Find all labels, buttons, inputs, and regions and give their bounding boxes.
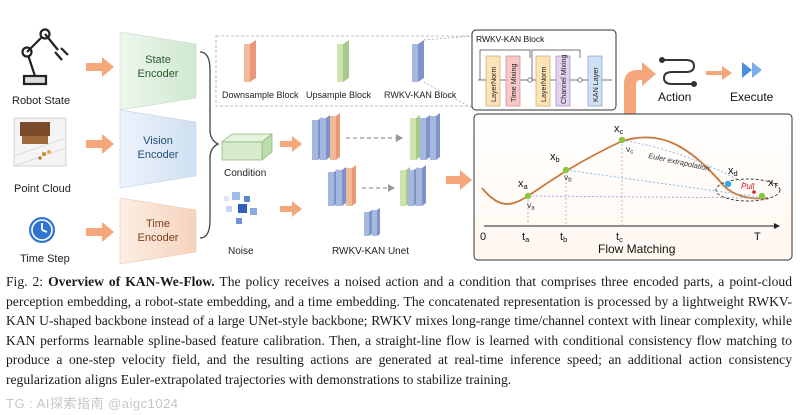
noise-icon xyxy=(224,192,257,224)
channel-mixing-box xyxy=(555,55,571,107)
downsample-legend-label: Downsample Block xyxy=(222,90,299,100)
point-xb xyxy=(562,166,570,174)
arrow-icon xyxy=(706,66,732,80)
time-encoder-line1: Time xyxy=(146,218,170,230)
condition-label: Condition xyxy=(224,168,266,179)
layernorm-box xyxy=(485,55,501,107)
point-cloud-icon xyxy=(13,117,67,167)
rwkv-kan-block-detail: RWKV-KAN Block LayerNorm Time Mixing Lay… xyxy=(471,29,617,111)
pull-ellipse xyxy=(715,178,781,202)
velocity-label-a: va xyxy=(527,200,535,212)
time-encoder-line2: Encoder xyxy=(138,232,179,244)
axis-end-label: T xyxy=(754,231,761,243)
caption-title: Overview of KAN-We-Flow. xyxy=(48,274,215,289)
kan-layer-box xyxy=(587,55,603,107)
flow-matching-panel xyxy=(473,113,793,261)
tick-label-c: tc xyxy=(616,231,623,244)
vision-encoder-line2: Encoder xyxy=(138,149,179,161)
time-step-label: Time Step xyxy=(20,253,70,265)
caption-label: Fig. 2: xyxy=(6,274,49,289)
arrow-icon xyxy=(86,134,114,154)
point-label-T: xT xyxy=(768,177,779,190)
point-xT xyxy=(758,192,766,200)
velocity-label-b: vb xyxy=(564,172,572,184)
unet-encoder-stack-mid xyxy=(328,165,356,206)
clock-icon xyxy=(29,217,55,243)
downsample-block-icon xyxy=(244,40,256,82)
time-mixing-box xyxy=(505,55,521,107)
upsample-block-icon xyxy=(337,40,349,82)
unet-decoder-stack-top xyxy=(410,113,440,160)
concat-brace xyxy=(199,51,220,239)
action-label: Action xyxy=(658,90,691,104)
point-label-a: xa xyxy=(518,178,529,191)
noise-label: Noise xyxy=(228,246,254,257)
time-encoder: Time Encoder xyxy=(119,197,197,265)
state-encoder: State Encoder xyxy=(119,31,197,111)
arrow-icon xyxy=(280,136,302,152)
point-cloud-label: Point Cloud xyxy=(14,183,71,195)
watermark: TG : AI探索指南 @aigc1024 xyxy=(6,396,179,411)
state-encoder-line2: Encoder xyxy=(138,68,179,80)
arrow-icon xyxy=(280,201,302,217)
unet-encoder-stack-top xyxy=(312,113,340,160)
point-xc xyxy=(618,136,626,144)
point-xd xyxy=(724,180,732,188)
layernorm-label-2: LayerNorm xyxy=(539,66,548,102)
vision-encoder: Vision Encoder xyxy=(119,109,197,189)
unet-title: RWKV-KAN Unet xyxy=(332,246,409,257)
tick-label-b: tb xyxy=(560,231,567,244)
velocity-label-c: vc xyxy=(626,144,633,156)
upsample-legend-label: Upsample Block xyxy=(306,90,372,100)
figure: Robot State Point Cloud Time Step State … xyxy=(12,28,793,265)
unet-bottleneck xyxy=(364,208,380,236)
execute-icon xyxy=(742,62,762,78)
time-mixing-label: Time Mixing xyxy=(509,64,518,102)
robot-arm-icon xyxy=(21,28,69,86)
vision-encoder-line1: Vision xyxy=(143,135,173,147)
condition-cuboid-icon xyxy=(221,133,273,161)
axis-origin-label: 0 xyxy=(480,231,486,243)
rwkv-kan-block-title: RWKV-KAN Block xyxy=(476,34,545,44)
layernorm-box-2 xyxy=(535,55,551,107)
point-label-c: xc xyxy=(614,123,624,136)
point-label-b: xb xyxy=(550,151,560,164)
action-icon xyxy=(659,57,697,87)
rwkv-kan-block-icon xyxy=(412,40,424,82)
caption-body: The policy receives a noised action and … xyxy=(6,274,792,387)
state-encoder-line1: State xyxy=(145,54,171,66)
execute-label: Execute xyxy=(730,90,774,104)
flow-matching-title: Flow Matching xyxy=(598,242,675,256)
tick-label-a: ta xyxy=(522,231,530,244)
arrow-icon xyxy=(86,57,114,77)
input-arrows xyxy=(86,57,114,242)
figure-caption: Fig. 2: Overview of KAN-We-Flow. The pol… xyxy=(6,272,792,390)
arrow-icon xyxy=(446,170,472,190)
unet-decoder-stack-mid xyxy=(400,165,426,206)
pull-label: Pull xyxy=(741,182,755,191)
channel-mixing-label: Channel Mixing xyxy=(559,54,568,104)
point-xa xyxy=(524,192,532,200)
robot-state-label: Robot State xyxy=(12,95,70,107)
point-label-d: xd xyxy=(728,165,738,178)
arrow-icon xyxy=(86,222,114,242)
layernorm-label: LayerNorm xyxy=(489,66,498,102)
rwkv-kan-legend-label: RWKV-KAN Block xyxy=(384,90,457,100)
kan-layer-label: KAN Layer xyxy=(591,67,600,102)
